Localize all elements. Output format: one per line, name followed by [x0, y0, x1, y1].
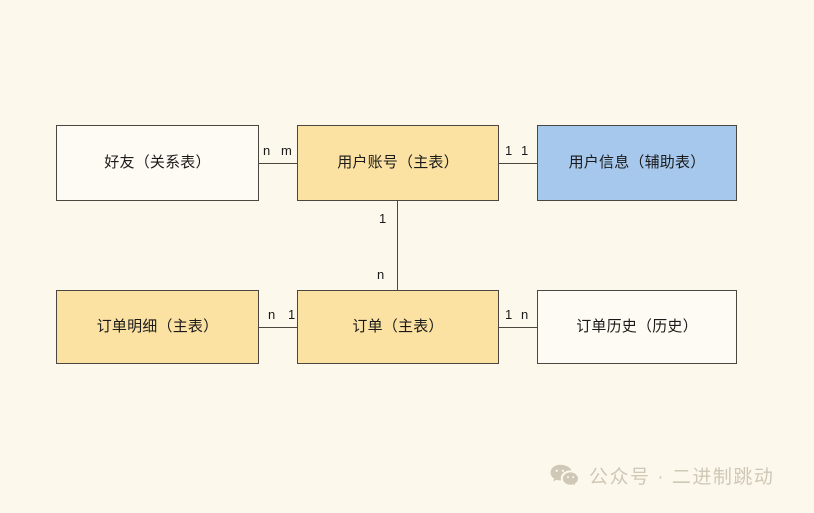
entity-label-user-account: 用户账号（主表） — [337, 154, 459, 171]
entity-box-order[interactable]: 订单（主表） — [297, 290, 499, 364]
cardinality-order-side-top: n — [377, 267, 385, 282]
connector-friend-user-account — [255, 163, 301, 164]
wechat-icon — [550, 463, 580, 489]
entity-box-order-history[interactable]: 订单历史（历史） — [537, 290, 737, 364]
connector-user-account-order — [397, 198, 398, 293]
entity-box-friend[interactable]: 好友（关系表） — [56, 125, 259, 201]
cardinality-order-side-right: 1 — [505, 307, 513, 322]
watermark: 公众号 · 二进制跳动 — [550, 462, 774, 489]
entity-label-order-detail: 订单明细（主表） — [96, 318, 219, 335]
cardinality-user-info-side: 1 — [521, 143, 529, 158]
entity-box-order-detail[interactable]: 订单明细（主表） — [56, 290, 259, 364]
cardinality-user-account-side-bottom: 1 — [379, 211, 387, 226]
entity-label-order: 订单（主表） — [352, 318, 444, 335]
connector-order-detail-order — [255, 327, 301, 328]
cardinality-user-account-side-right: 1 — [505, 143, 513, 158]
entity-label-friend: 好友（关系表） — [104, 154, 211, 171]
watermark-text: 公众号 · 二进制跳动 — [589, 467, 775, 488]
connector-order-order-history — [495, 327, 541, 328]
connector-user-account-user-info — [495, 163, 541, 164]
cardinality-order-side-left: 1 — [288, 307, 296, 322]
entity-label-user-info: 用户信息（辅助表） — [568, 154, 706, 171]
cardinality-order-history-side: n — [521, 307, 529, 322]
cardinality-user-account-side-left: m — [281, 143, 292, 158]
cardinality-order-detail-side: n — [268, 307, 276, 322]
entity-label-order-history: 订单历史（历史） — [576, 318, 698, 335]
cardinality-friend-side: n — [263, 143, 271, 158]
entity-box-user-account[interactable]: 用户账号（主表） — [297, 125, 499, 201]
entity-box-user-info[interactable]: 用户信息（辅助表） — [537, 125, 737, 201]
